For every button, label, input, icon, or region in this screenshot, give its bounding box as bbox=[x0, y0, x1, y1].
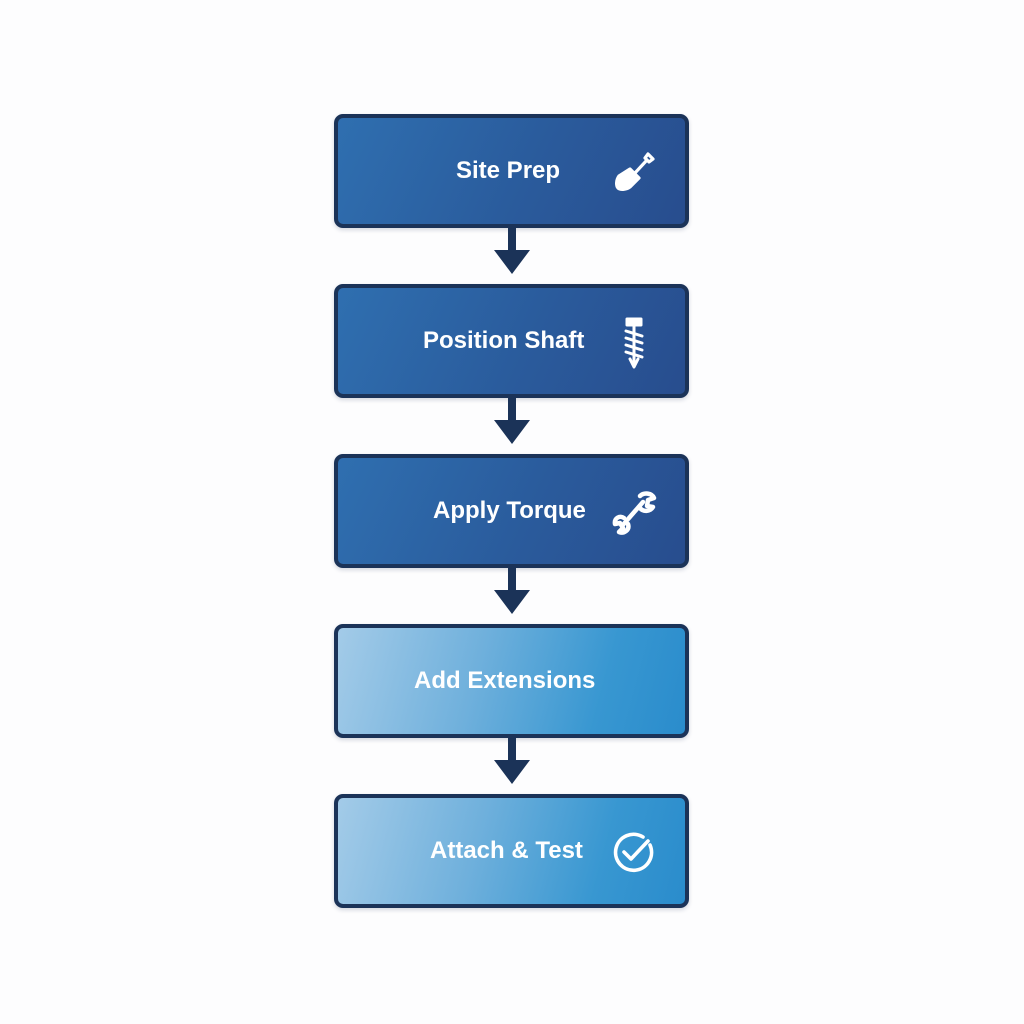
flow-arrow bbox=[494, 228, 530, 274]
step-site-prep: Site Prep bbox=[334, 114, 689, 228]
check-circle-icon bbox=[610, 828, 658, 876]
flow-arrow bbox=[494, 568, 530, 614]
step-label: Attach & Test bbox=[430, 837, 583, 864]
step-add-extensions: Add Extensions bbox=[334, 624, 689, 738]
step-label: Position Shaft bbox=[423, 327, 585, 354]
step-position-shaft: Position Shaft bbox=[334, 284, 689, 398]
flow-arrow bbox=[494, 398, 530, 444]
flow-arrow bbox=[494, 738, 530, 784]
step-attach-test: Attach & Test bbox=[334, 794, 689, 908]
step-label: Apply Torque bbox=[433, 497, 586, 524]
step-label: Add Extensions bbox=[414, 667, 596, 694]
shovel-icon bbox=[610, 148, 658, 196]
step-apply-torque: Apply Torque bbox=[334, 454, 689, 568]
step-label: Site Prep bbox=[456, 157, 561, 184]
wrench-icon bbox=[610, 488, 658, 536]
screw-pile-icon bbox=[613, 315, 661, 369]
